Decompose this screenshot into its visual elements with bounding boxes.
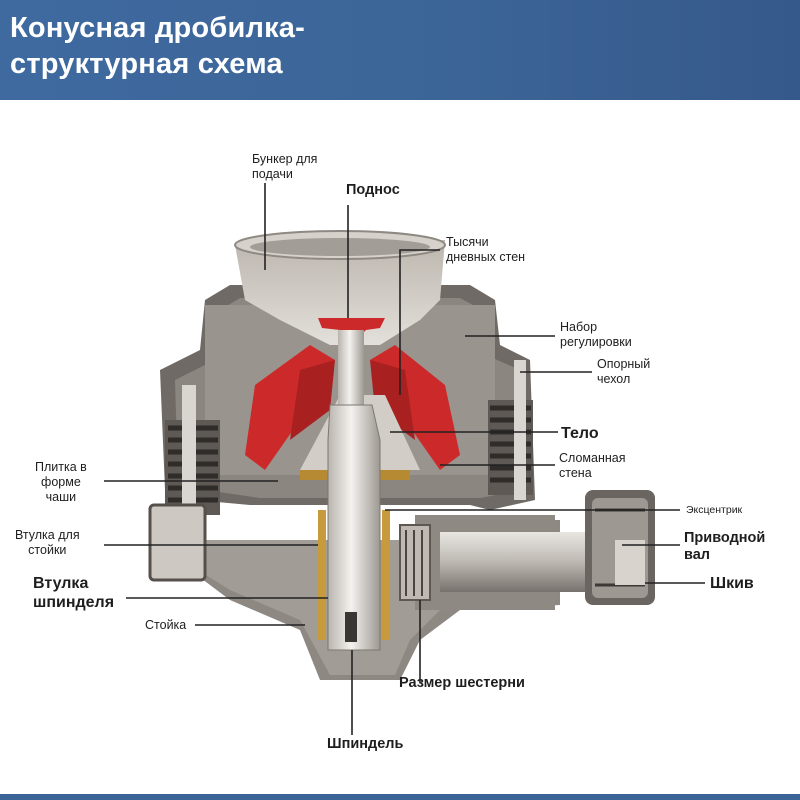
label-gear-size: Размер шестерни <box>399 675 525 691</box>
label-spindle-bushing: Втулка шпинделя <box>33 575 115 611</box>
label-adjustment-set: Набор регулировки <box>560 320 632 349</box>
leader-lines <box>104 183 705 735</box>
crusher-diagram: Бункер для подачи Поднос Тысячи дневных … <box>0 100 800 800</box>
page-title: Конусная дробилка- структурная схема <box>10 10 305 82</box>
label-pulley: Шкив <box>710 575 754 592</box>
label-broken-wall: Сломанная стена <box>559 451 626 480</box>
bottom-strip <box>0 794 800 800</box>
red-tray <box>318 318 385 336</box>
drive-shaft-assembly <box>399 490 655 610</box>
title-line-1: Конусная дробилка- <box>10 12 305 44</box>
label-bowl-tile: Плитка в форме чаши <box>35 460 87 504</box>
label-eccentric: Эксцентрик <box>686 504 743 516</box>
red-liner <box>245 345 460 470</box>
label-tray: Поднос <box>346 182 400 198</box>
label-drive-shaft: Приводной вал <box>684 530 766 563</box>
label-body: Тело <box>561 425 599 442</box>
spindle-shaft <box>327 330 381 651</box>
label-daywalls: Тысячи дневных стен <box>446 235 526 264</box>
label-stand-bushing: Втулка для стойки <box>15 528 80 557</box>
left-springs <box>165 385 220 520</box>
label-feed-hopper: Бункер для подачи <box>252 152 318 181</box>
crusher-illustration <box>104 183 705 735</box>
feed-hopper <box>234 230 446 345</box>
header-banner: Конусная дробилка- структурная схема <box>0 0 800 100</box>
right-springs <box>488 360 533 500</box>
label-stand: Стойка <box>145 618 187 632</box>
title-line-2: структурная схема <box>10 48 283 80</box>
left-cylinder <box>148 503 207 582</box>
label-support-cover: Опорный чехол <box>597 357 651 386</box>
label-spindle: Шпиндель <box>327 736 404 752</box>
